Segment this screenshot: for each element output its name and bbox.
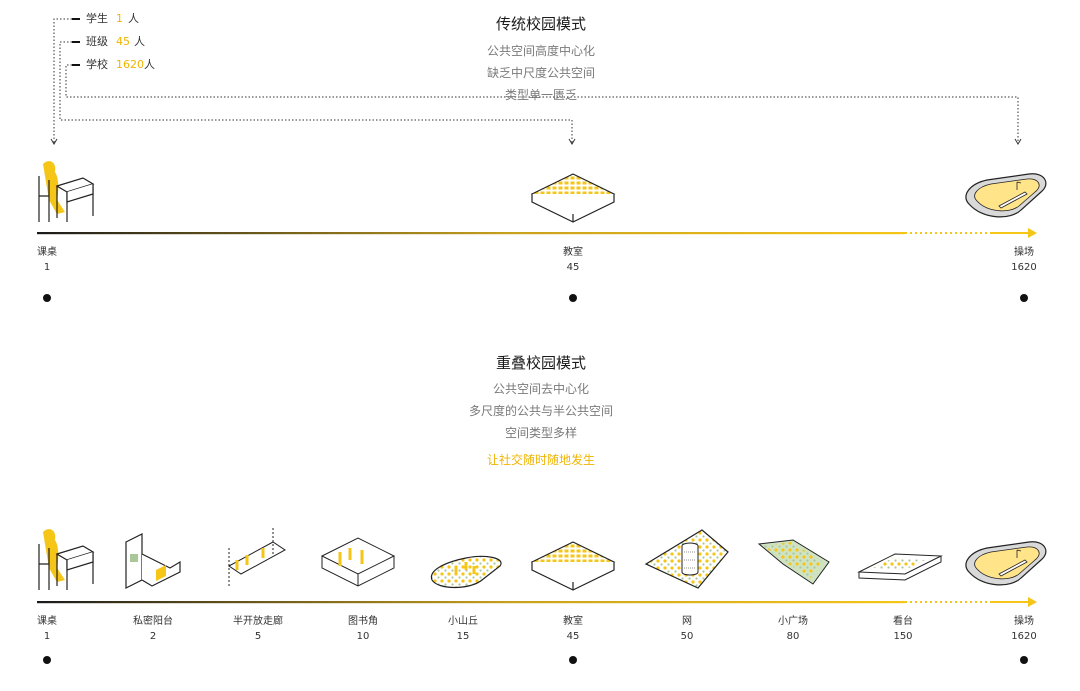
overlap-line-2: 多尺度的公共与半公共空间 xyxy=(468,404,614,418)
legend-student-value: 1 xyxy=(116,12,123,25)
legend-connectors xyxy=(53,18,1019,143)
hill-icon xyxy=(429,554,503,589)
legend-class-value: 45 xyxy=(116,35,130,48)
desk-icon xyxy=(38,528,94,591)
balcony-icon xyxy=(125,533,181,589)
bottom-label-hill: 小山丘 xyxy=(448,616,478,627)
bottom-value-balcony: 2 xyxy=(149,631,157,642)
scale-line-bottom xyxy=(37,597,1037,607)
top-value-playground: 1620 xyxy=(1011,262,1037,273)
bottom-label-classroom: 教室 xyxy=(563,616,583,627)
overlap-line-3: 空间类型多样 xyxy=(504,426,578,440)
top-label-playground: 操场 xyxy=(1014,247,1034,258)
arrow-heads-top xyxy=(50,138,1022,145)
top-value-desk: 1 xyxy=(43,262,51,273)
bottom-value-plaza: 80 xyxy=(786,631,800,642)
scale-dots xyxy=(43,294,1028,664)
traditional-line-1: 公共空间高度中心化 xyxy=(486,44,596,58)
top-label-desk: 课桌 xyxy=(37,247,57,258)
overlap-line-1: 公共空间去中心化 xyxy=(492,382,590,396)
playground-icon xyxy=(965,173,1047,218)
classroom-icon xyxy=(531,541,615,591)
bottom-label-desk: 课桌 xyxy=(37,616,57,627)
legend-student-label: 学生 xyxy=(86,12,108,25)
classroom-icon xyxy=(531,173,615,223)
traditional-line-3: 类型单一匮乏 xyxy=(504,88,578,102)
traditional-title: 传统校园模式 xyxy=(495,15,587,33)
legend-class-unit: 人 xyxy=(134,35,145,48)
legend-school-unit: 人 xyxy=(144,58,155,71)
net-icon xyxy=(645,529,729,589)
scale-line-top xyxy=(37,228,1037,238)
bottom-value-stand: 150 xyxy=(893,631,913,642)
bottom-value-reading-corner: 10 xyxy=(356,631,370,642)
traditional-line-2: 缺乏中尺度公共空间 xyxy=(486,66,596,80)
bottom-value-corridor: 5 xyxy=(254,631,262,642)
overlap-title: 重叠校园模式 xyxy=(495,354,587,372)
reading-corner-icon xyxy=(320,536,396,588)
bottom-value-classroom: 45 xyxy=(566,631,580,642)
bottom-value-desk: 1 xyxy=(43,631,51,642)
legend-ticks xyxy=(72,18,80,66)
legend-student-unit: 人 xyxy=(128,12,139,25)
bottom-label-net: 网 xyxy=(682,616,692,627)
legend-school-label: 学校 xyxy=(86,58,108,71)
bottom-value-net: 50 xyxy=(680,631,694,642)
bottom-value-hill: 15 xyxy=(456,631,470,642)
legend-class-label: 班级 xyxy=(86,35,108,48)
bottom-label-stand: 看台 xyxy=(893,616,913,627)
legend-school-value: 1620 xyxy=(116,58,144,71)
desk-icon xyxy=(38,160,94,223)
bottom-label-balcony: 私密阳台 xyxy=(133,616,173,627)
playground-icon xyxy=(965,541,1047,586)
bottom-label-plaza: 小广场 xyxy=(778,616,808,627)
stand-icon xyxy=(858,553,942,581)
bottom-label-corridor: 半开放走廊 xyxy=(233,616,283,627)
bottom-label-reading-corner: 图书角 xyxy=(348,616,378,627)
top-label-classroom: 教室 xyxy=(563,247,583,258)
plaza-icon xyxy=(758,539,830,585)
overlap-highlight: 让社交随时随地发生 xyxy=(486,453,596,467)
bottom-label-playground: 操场 xyxy=(1014,616,1034,627)
corridor-icon xyxy=(227,526,287,590)
bottom-value-playground: 1620 xyxy=(1011,631,1037,642)
top-value-classroom: 45 xyxy=(566,262,580,273)
